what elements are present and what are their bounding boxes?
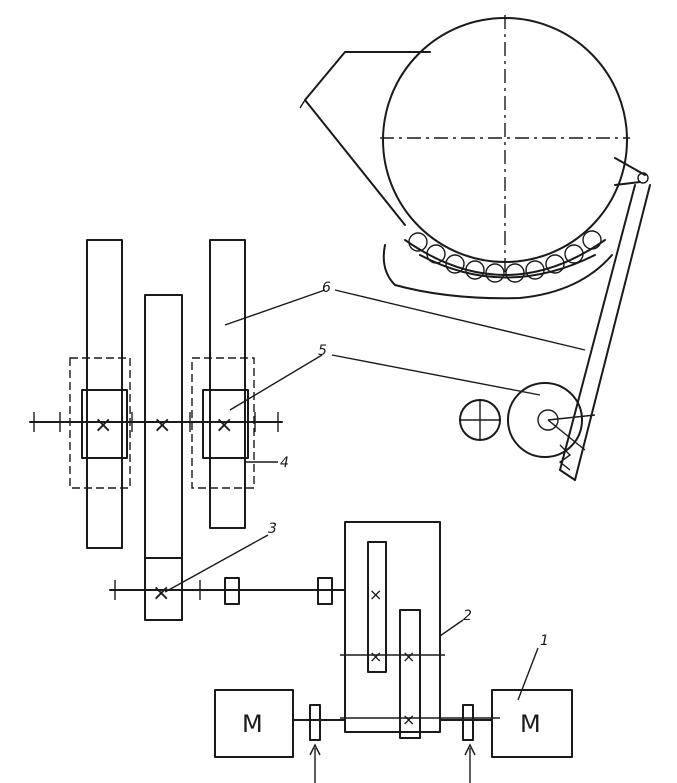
- labels: 1 2 3 4 5 6: [164, 280, 586, 701]
- roll-assembly: × × × ×: [29, 239, 283, 621]
- svg-text:×: ×: [215, 413, 233, 438]
- motor-left-label: M: [242, 710, 263, 738]
- lever-arm-right: [574, 184, 651, 481]
- label-1: 1: [540, 633, 549, 649]
- motor-right: [491, 689, 573, 758]
- label-5: 5: [318, 343, 327, 359]
- label-2: 2: [463, 608, 472, 624]
- bearing-right: [202, 389, 249, 459]
- roll-left: [86, 239, 123, 549]
- housing-frame-left: [304, 51, 431, 226]
- svg-text:×: ×: [402, 647, 415, 666]
- large-gear: [507, 382, 583, 458]
- gear-pair: [459, 382, 596, 471]
- bearing-left: [81, 389, 128, 459]
- label-6: 6: [322, 280, 331, 296]
- svg-text:×: ×: [369, 585, 382, 604]
- roll-right: [209, 239, 246, 529]
- motor-left: [214, 689, 294, 758]
- label-4: 4: [280, 455, 289, 471]
- gear-lower: [399, 609, 421, 739]
- svg-text:×: ×: [402, 710, 415, 729]
- svg-text:×: ×: [94, 413, 112, 438]
- label-3: 3: [268, 521, 277, 537]
- coupling-2: [317, 577, 333, 605]
- lever-arm-left: [559, 184, 636, 471]
- svg-text:×: ×: [369, 647, 382, 666]
- motor-right-label: M: [520, 710, 541, 738]
- gearbox-housing: [344, 521, 441, 733]
- brake-left: [309, 704, 321, 741]
- housing-lower: [382, 244, 613, 300]
- motors: M M: [214, 689, 573, 783]
- rollers: [408, 230, 602, 283]
- gear-upper: [367, 541, 387, 673]
- svg-text:×: ×: [153, 413, 171, 438]
- brake-right: [462, 704, 474, 741]
- drum-assembly: [299, 15, 651, 481]
- coupling-1: [224, 577, 240, 605]
- gearbox: × × × ×: [109, 521, 500, 739]
- svg-text:×: ×: [152, 581, 170, 606]
- roller-chain-upper: [404, 239, 606, 276]
- roll-middle: [144, 294, 183, 621]
